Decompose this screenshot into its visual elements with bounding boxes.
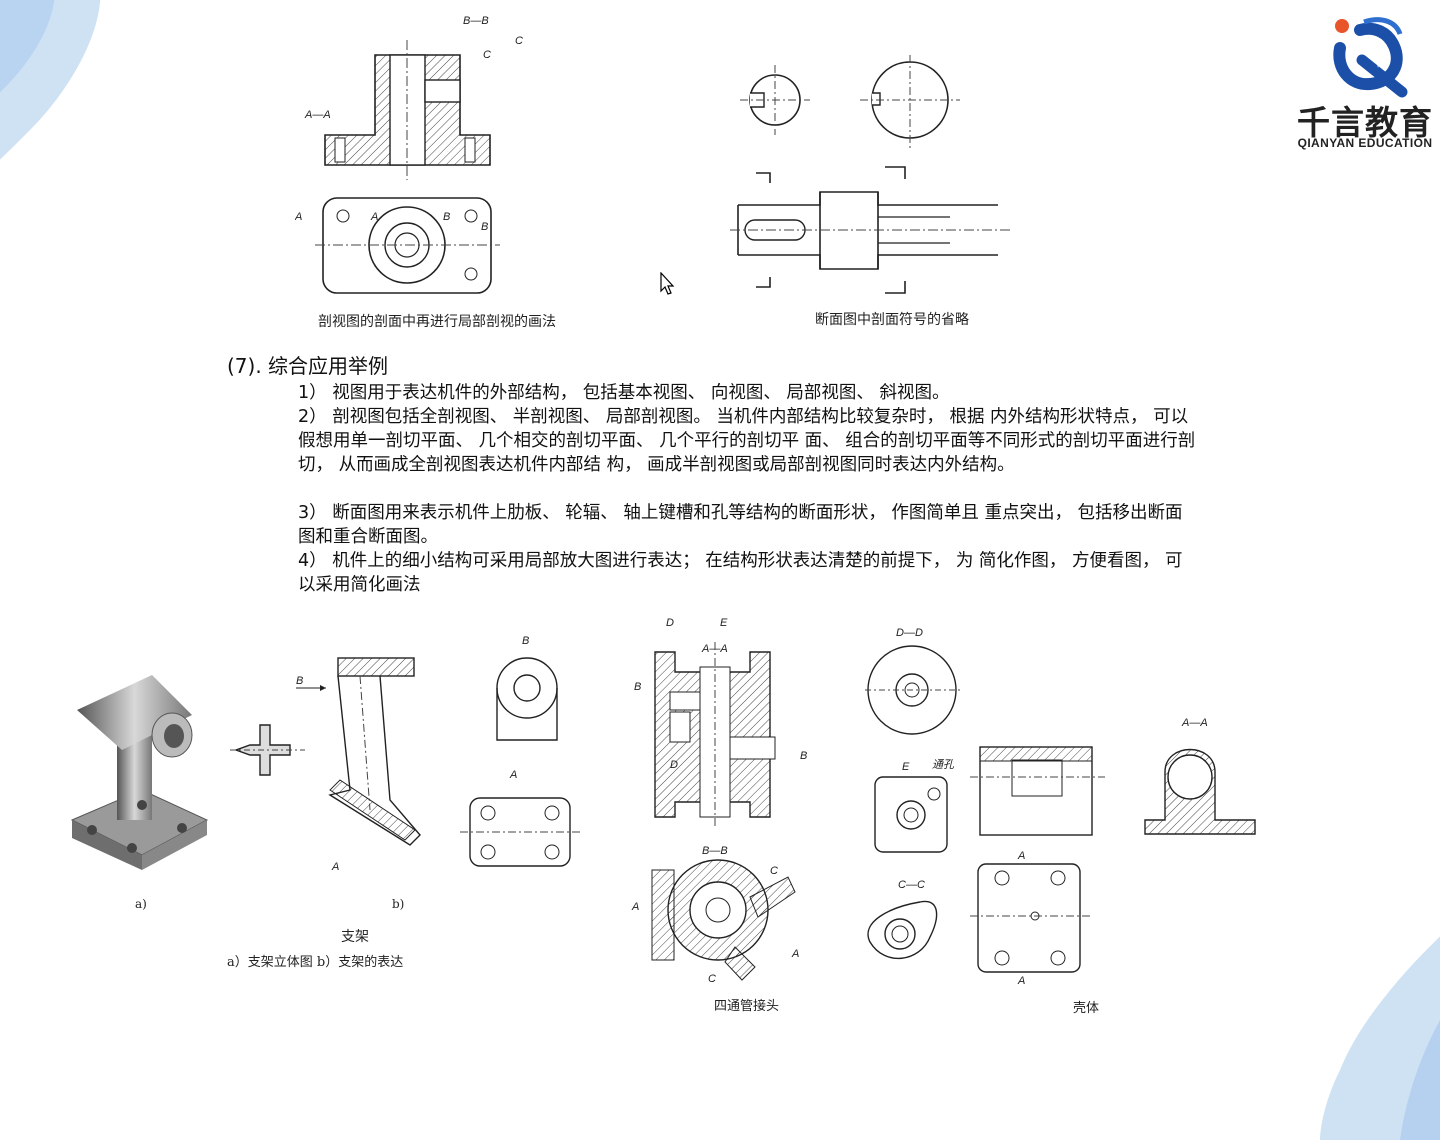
decor-blob-top-left	[0, 0, 101, 160]
paragraph-1: 1） 视图用于表达机件的外部结构， 包括基本视图、 向视图、 局部视图、 斜视图…	[298, 383, 950, 403]
bracket-label-b: b)	[392, 897, 405, 911]
decor-blob-bottom-right	[1320, 936, 1440, 1140]
paragraph-2: 2） 剖视图包括全剖视图、 半剖视图、 局部剖视图。 当机件内部结构比较复杂时，…	[298, 407, 1196, 475]
label-a-a: A—A	[304, 109, 331, 121]
pipe-label-a-a: A—A	[701, 643, 728, 655]
logo-mark	[1333, 17, 1408, 98]
paragraph-4: 4） 机件上的细小结构可采用局部放大图进行表达； 在结构形状表达清楚的前提下， …	[298, 551, 1183, 595]
figure-shaft-section-drawing	[730, 55, 1010, 300]
label-b-right: B	[481, 221, 488, 233]
bracket-subtitle: a）支架立体图 b）支架的表达	[227, 955, 404, 970]
bracket-view-b-arrow: B	[296, 675, 303, 687]
label-c: C	[483, 49, 491, 61]
brand-logo: 千言教育 QIANYAN EDUCATION	[1290, 8, 1440, 150]
paragraph-3: 3） 断面图用来表示机件上肋板、 轮辐、 轴上键槽和孔等结构的断面形状， 作图简…	[298, 503, 1183, 547]
figure-bracket-views: B B A A	[230, 630, 590, 870]
figure-housing: D—D E 通孔 C—C A—A A A	[860, 622, 1260, 992]
label-b-b: B—B	[463, 15, 489, 27]
figure-bracket-3d	[62, 670, 212, 890]
housing-label-a-a: A—A	[1181, 717, 1208, 729]
pipe-label-c-top: C	[770, 865, 778, 877]
pipe-label-b-right: B	[800, 750, 807, 762]
housing-label-d-d: D—D	[896, 627, 923, 639]
pipe-label-e: E	[720, 617, 728, 629]
caption-shaft-section: 断面图中剖面符号的省略	[815, 312, 969, 328]
pipe-label-d-lower: D	[670, 759, 678, 771]
label-b-left: B	[443, 211, 450, 223]
bracket-title: 支架	[341, 929, 369, 945]
label-a-right: A	[370, 211, 378, 223]
section-heading: (7). 综合应用举例	[227, 354, 389, 378]
brand-name-cn: 千言教育	[1297, 103, 1433, 142]
label-a-left: A	[295, 211, 302, 223]
bracket-label-a: a)	[135, 897, 147, 911]
pipe-label-a-right: A	[791, 948, 799, 960]
mouse-cursor-icon	[660, 272, 675, 295]
pipe-label-b-b: B—B	[702, 845, 728, 857]
pipe-label-c-bottom: C	[708, 973, 716, 985]
housing-caption: 壳体	[1073, 1001, 1100, 1016]
housing-label-e: E	[902, 761, 910, 773]
label-c-view: C	[515, 35, 523, 47]
bracket-view-a-title: A	[509, 769, 517, 781]
bracket-view-a-arrow: A	[331, 861, 339, 870]
housing-label-a-top: A	[1017, 850, 1025, 862]
housing-label-through-hole: 通孔	[932, 759, 955, 771]
bracket-view-b-title: B	[522, 635, 529, 647]
pipe-joint-caption: 四通管接头	[714, 999, 780, 1014]
caption-local-section: 剖视图的剖面中再进行局部剖视的画法	[318, 314, 556, 330]
figure-local-section-drawing: B—B C C A—A A A B B	[295, 10, 525, 305]
pipe-label-d: D	[666, 617, 674, 629]
housing-label-a-bottom: A	[1017, 975, 1025, 987]
pipe-label-a-left: A	[631, 901, 639, 913]
pipe-label-b-left: B	[634, 681, 641, 693]
brand-name-en: QIANYAN EDUCATION	[1297, 136, 1433, 150]
housing-label-c-c: C—C	[898, 879, 925, 891]
figure-pipe-joint: D E A—A B B D B—B C A C A	[630, 612, 815, 987]
